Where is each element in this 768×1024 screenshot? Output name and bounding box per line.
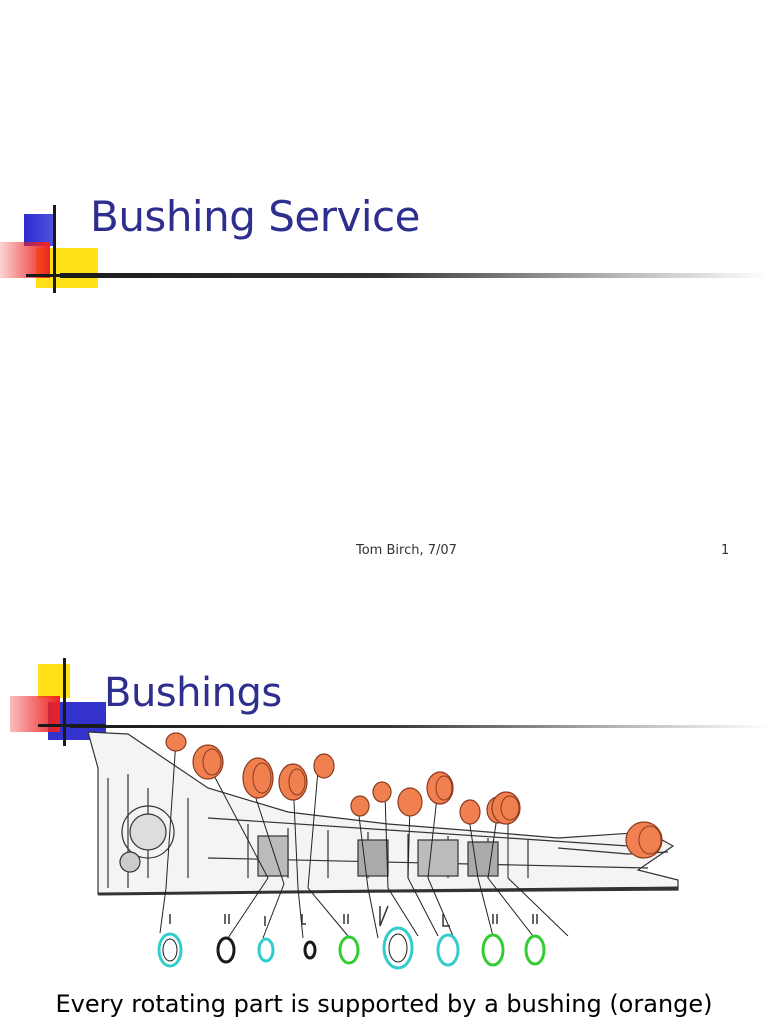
page-number: 1 <box>721 543 730 558</box>
slide-caption: Every rotating part is supported by a bu… <box>55 990 713 1018</box>
footer-text: Tom Birch, 7/07 <box>356 543 457 558</box>
title-underline <box>70 725 768 728</box>
slide-separator <box>0 596 768 597</box>
slide-title: Bushings <box>104 670 282 716</box>
slide-1: Bushing Service Tom Birch, 7/07 1 <box>0 192 768 558</box>
slide-2: Bushings <box>0 620 768 1024</box>
slide-title: Bushing Service <box>90 192 420 241</box>
title-decoration-icon <box>0 205 98 293</box>
title-underline <box>60 273 768 278</box>
transmission-diagram <box>88 731 679 970</box>
